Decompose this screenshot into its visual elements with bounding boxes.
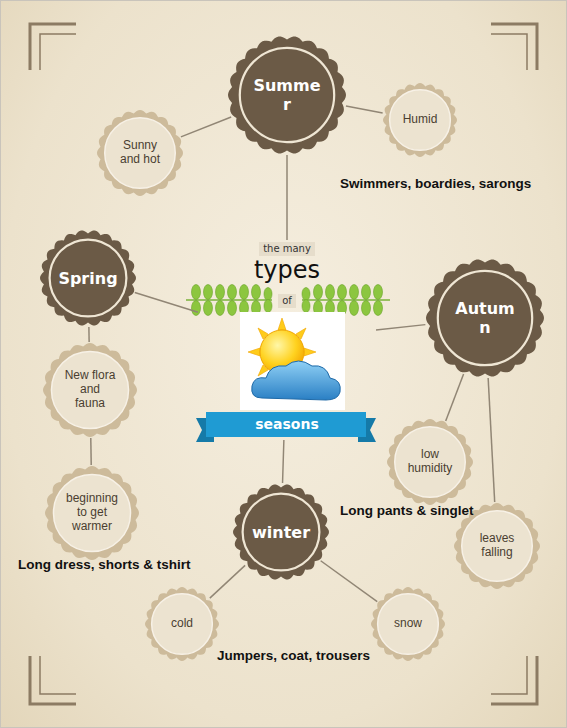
leaf-branches (186, 285, 390, 316)
inner-disc (243, 494, 320, 571)
season-circle: Spring (40, 230, 136, 326)
connector-line (210, 565, 245, 598)
connector-line (88, 327, 90, 342)
scalloped-edge (228, 37, 346, 154)
feature-text: Humid (403, 113, 438, 127)
feature-circle: cold (145, 587, 219, 661)
connector-line (283, 440, 284, 483)
inner-disc (53, 474, 130, 551)
connector-line (90, 438, 92, 465)
scalloped-edge (426, 260, 544, 377)
title-emblem: the manytypes of seasons (198, 240, 376, 440)
feature-text: Sunny and hot (114, 139, 167, 167)
season-name: Spring (58, 269, 117, 288)
connector-line (488, 378, 495, 502)
scalloped-edge (45, 466, 139, 560)
feature-text: leaves falling (471, 532, 524, 560)
feature-text: New flora and fauna (64, 369, 117, 410)
scalloped-edge (383, 83, 457, 157)
title-text: types (254, 256, 320, 284)
feature-circle: Sunny and hot (97, 110, 183, 196)
scalloped-edge (371, 587, 445, 661)
scalloped-edge (233, 484, 329, 579)
season-circle: winter (233, 484, 329, 580)
inner-disc (438, 271, 532, 365)
inner-disc (50, 240, 127, 317)
connector-line (346, 106, 383, 113)
feature-circle: beginning to get warmer (45, 466, 139, 560)
feature-text: cold (171, 617, 193, 631)
connector-line (321, 561, 378, 602)
scalloped-edge (40, 230, 136, 325)
inner-disc (51, 351, 128, 428)
title-text: of (278, 294, 296, 308)
clothing-note: Long dress, shorts & tshirt (18, 557, 191, 572)
connector-line (135, 293, 198, 313)
season-name: Summer (253, 76, 322, 114)
clothing-note: Jumpers, coat, trousers (217, 648, 370, 663)
feature-circle: New flora and fauna (43, 343, 137, 437)
feature-text: low humidity (404, 448, 457, 476)
inner-disc (105, 118, 176, 189)
season-name: winter (252, 523, 310, 542)
clothing-note: Long pants & singlet (340, 503, 474, 518)
inner-disc (240, 48, 334, 142)
feature-text: snow (394, 617, 422, 631)
inner-disc (390, 90, 451, 151)
season-circle: Summer (228, 36, 346, 154)
connector-line (446, 374, 464, 421)
season-name: Autumn (451, 299, 520, 337)
inner-disc (152, 594, 213, 655)
title-text: the many (259, 242, 315, 256)
inner-disc (378, 594, 439, 655)
feature-circle: Humid (383, 83, 457, 157)
scalloped-edge (43, 343, 137, 437)
connector-line (181, 117, 231, 137)
feature-text: beginning to get warmer (66, 492, 119, 533)
sun-cloud-picture (240, 312, 345, 410)
scalloped-edge (97, 110, 183, 196)
inner-disc (462, 511, 533, 582)
connector-line (376, 325, 425, 330)
title-text: seasons (255, 412, 319, 436)
clothing-note: Swimmers, boardies, sarongs (340, 176, 531, 191)
scalloped-edge (387, 419, 473, 505)
connector-line (286, 155, 288, 240)
feature-circle: low humidity (387, 419, 473, 505)
season-circle: Autumn (426, 259, 544, 377)
banner-ribbon (196, 412, 376, 442)
scalloped-edge (145, 587, 219, 661)
feature-circle: snow (371, 587, 445, 661)
inner-disc (395, 427, 466, 498)
